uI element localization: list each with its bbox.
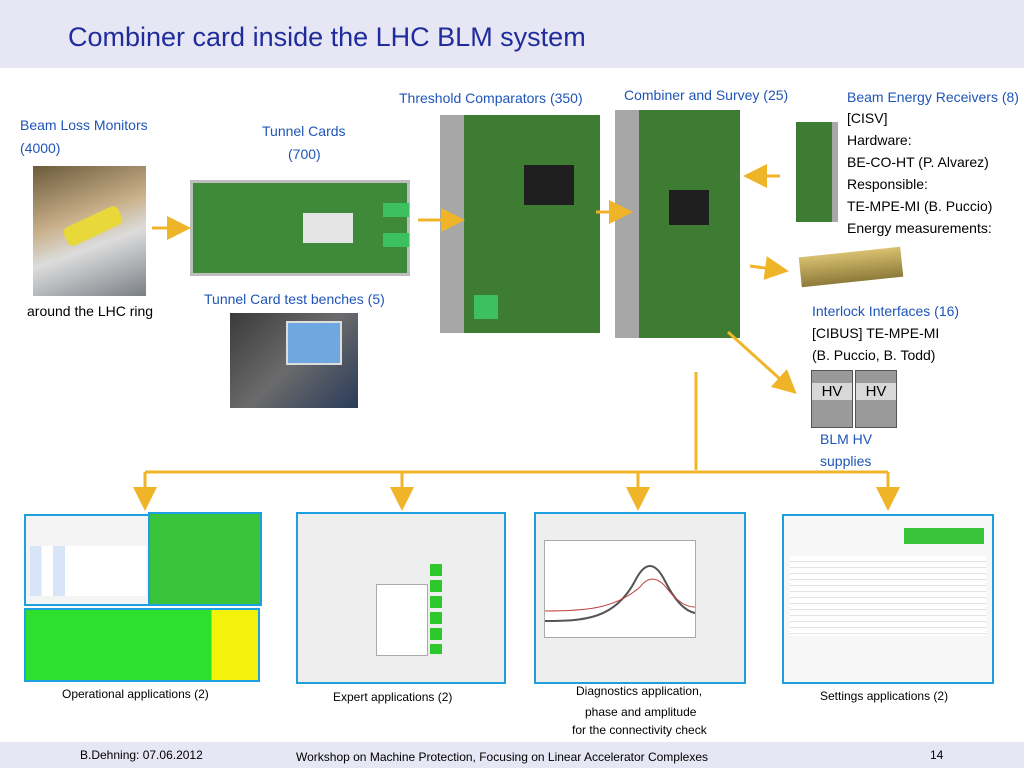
combiner-card-photo: [615, 110, 740, 338]
energy-line: Energy measurements:: [847, 220, 992, 236]
tunnel-card-connector: [383, 233, 409, 247]
combiner-label: Combiner and Survey (25): [624, 87, 789, 103]
header-bar: [0, 0, 1024, 68]
hv-supplies-label: BLM HV: [820, 431, 873, 447]
diagnostics-caption: for the connectivity check: [572, 723, 707, 737]
energy-line: [CISV]: [847, 110, 888, 126]
footer-bar: [0, 742, 1024, 768]
diagnostics-caption: Diagnostics application,: [576, 684, 703, 698]
threshold-card-connector: [474, 295, 498, 319]
threshold-card-photo: [440, 115, 600, 333]
hv-supplies-label: supplies: [820, 453, 872, 469]
diagnostics-curves: [544, 565, 696, 622]
hv-label: HV: [856, 383, 896, 400]
arrow: [726, 330, 797, 395]
operational-plot: [30, 546, 146, 596]
energy-label: Beam Energy Receivers (8): [847, 89, 1019, 105]
hv-supply-box: HV: [855, 370, 897, 428]
operational-caption: Operational applications (2): [62, 687, 209, 701]
operational-screenshot: [148, 512, 262, 606]
footer-author: B.Dehning: 07.06.2012: [80, 748, 203, 762]
hv-supply-box: HV: [811, 370, 853, 428]
test-bench-monitor: [286, 321, 342, 365]
energy-receiver-photo: [796, 122, 838, 222]
test-benches-label: Tunnel Card test benches (5): [204, 291, 385, 307]
expert-plot: [376, 584, 428, 656]
tunnel-cards-count: (700): [288, 146, 321, 162]
diagnostics-plot: [544, 540, 696, 638]
interlock-label: Interlock Interfaces (16): [812, 303, 960, 319]
diagnostics-caption: phase and amplitude: [585, 705, 697, 719]
monitors-count: (4000): [20, 140, 61, 156]
energy-line: BE-CO-HT (P. Alvarez): [847, 154, 989, 170]
arrow: [749, 256, 789, 280]
hv-label: HV: [812, 383, 852, 400]
monitor-photo: [33, 166, 146, 296]
combiner-card-chip: [669, 190, 709, 225]
threshold-label: Threshold Comparators (350): [399, 90, 583, 106]
energy-line: Hardware:: [847, 132, 912, 148]
monitors-label: Beam Loss Monitors: [20, 117, 148, 133]
settings-table: [790, 556, 986, 636]
tunnel-cards-label: Tunnel Cards: [262, 123, 346, 139]
tunnel-card-connector: [383, 203, 409, 217]
settings-caption: Settings applications (2): [820, 689, 949, 703]
threshold-card-chip: [524, 165, 574, 205]
monitors-caption: around the LHC ring: [27, 303, 154, 319]
settings-status: [904, 528, 984, 544]
test-bench-photo: [230, 313, 358, 408]
slide-title: Combiner card inside the LHC BLM system: [68, 22, 586, 52]
energy-line: TE-MPE-MI (B. Puccio): [847, 198, 993, 214]
interlock-line: [CIBUS] TE-MPE-MI: [812, 325, 940, 341]
expert-caption: Expert applications (2): [333, 690, 453, 704]
expert-indicators: [430, 564, 442, 654]
tunnel-card-chip: [303, 213, 353, 243]
expert-screenshot: [296, 512, 506, 684]
energy-line: Responsible:: [847, 176, 928, 192]
operational-screenshot: [24, 608, 260, 682]
page-number: 14: [930, 748, 944, 762]
diagnostics-screenshot: [534, 512, 746, 684]
operational-screenshot: [24, 514, 152, 606]
interlock-line: (B. Puccio, B. Todd): [812, 347, 936, 363]
tunnel-card-photo: [190, 180, 410, 276]
footer-event: Workshop on Machine Protection, Focusing…: [296, 750, 708, 764]
settings-screenshot: [782, 514, 994, 684]
